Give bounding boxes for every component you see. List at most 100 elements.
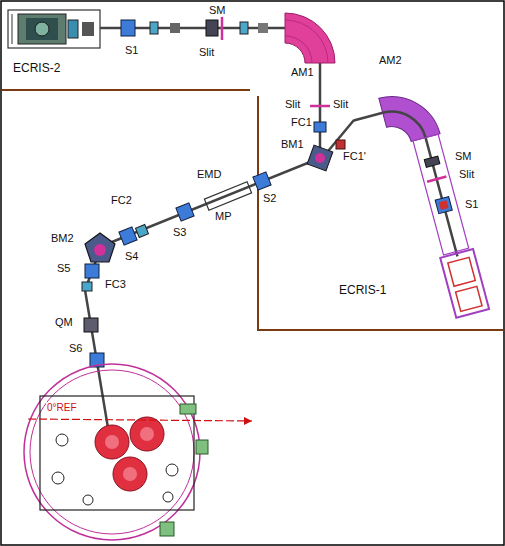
scattering-chamber xyxy=(166,464,178,476)
ecris-2-source xyxy=(68,20,78,38)
beamline-component xyxy=(240,22,248,34)
component-label: FC1' xyxy=(342,150,367,163)
ecris-2-source xyxy=(12,14,13,44)
scattering-chamber xyxy=(56,434,68,446)
transport-line-component xyxy=(82,282,92,291)
analysing-magnet-am2 xyxy=(435,197,452,214)
slit-and-cup xyxy=(310,106,345,149)
scattering-chamber xyxy=(24,364,200,540)
scattering-chamber xyxy=(105,435,119,449)
bending-magnet-bm2 xyxy=(85,233,115,262)
scattering-chamber xyxy=(140,427,154,441)
component-label: S6 xyxy=(68,342,83,355)
ecris-2-source xyxy=(8,10,100,48)
transport-line-component xyxy=(204,182,251,210)
analysing-magnet-am2 xyxy=(354,113,383,121)
scattering-chamber xyxy=(130,417,164,451)
ecris-2-source xyxy=(35,22,49,36)
reference-line xyxy=(244,417,252,425)
beamline-component xyxy=(258,23,268,33)
ecris-2-source xyxy=(18,14,66,44)
component-label: SM xyxy=(454,150,473,163)
transport-line-component xyxy=(85,264,99,278)
component-label: FC2 xyxy=(110,194,133,207)
bending-magnet-bm1 xyxy=(315,153,325,163)
ecris-2-source xyxy=(82,22,94,36)
scattering-chamber xyxy=(196,440,208,454)
ecris-2-source xyxy=(8,10,100,48)
transport-line-component xyxy=(119,227,137,245)
magnet-label: BM1 xyxy=(280,138,305,151)
analysing-magnet-am2 xyxy=(427,177,446,182)
transport-line-component xyxy=(119,172,271,245)
component-label: Slit xyxy=(458,168,475,181)
slit-and-cup xyxy=(310,105,330,108)
reference-line xyxy=(28,419,252,421)
component-label: FC3 xyxy=(104,278,127,291)
component-label: Slit xyxy=(284,98,301,111)
analysing-magnet-am2 xyxy=(448,257,475,286)
transport-line-component xyxy=(135,224,148,237)
bending-magnet-bm2 xyxy=(94,244,106,256)
beamline-component xyxy=(150,22,158,34)
component-label: QM xyxy=(54,316,74,329)
scattering-chamber xyxy=(52,472,64,484)
bending-magnet-bm1 xyxy=(307,145,333,171)
scattering-chamber xyxy=(163,492,173,502)
transport-line-component xyxy=(82,264,104,367)
reference-label: 0°REF xyxy=(46,402,78,414)
slit-and-cup xyxy=(314,122,326,132)
component-label: SM xyxy=(208,4,227,17)
component-label: S1 xyxy=(124,44,139,57)
component-label: S5 xyxy=(56,262,71,275)
component-label: Slit xyxy=(332,98,349,111)
magnet-label: AM1 xyxy=(290,66,315,79)
source-label: ECRIS-1 xyxy=(338,284,387,298)
analysing-magnet-am1 xyxy=(285,36,312,63)
component-label: S4 xyxy=(124,250,139,263)
beamline-component xyxy=(170,23,180,33)
analysing-magnet-am2 xyxy=(440,249,489,318)
magnet-label: AM2 xyxy=(378,54,403,67)
scattering-chamber xyxy=(24,364,208,540)
beamline-component xyxy=(121,20,135,36)
analysing-magnet-am1 xyxy=(285,13,335,63)
bending-magnet-bm1 xyxy=(307,145,333,171)
transport-line-component xyxy=(253,172,271,190)
magnet-label: BM2 xyxy=(50,232,75,245)
component-label: S2 xyxy=(262,192,277,205)
component-label: EMD xyxy=(196,168,222,181)
scattering-chamber xyxy=(123,467,137,481)
beam-pipe xyxy=(102,158,320,246)
component-label: FC1 xyxy=(290,116,313,129)
beamline-component xyxy=(206,20,218,36)
component-label: S3 xyxy=(172,226,187,239)
analysing-magnet-am2 xyxy=(424,156,440,167)
scattering-chamber xyxy=(113,457,147,491)
source-label: ECRIS-2 xyxy=(12,62,61,76)
scattering-chamber xyxy=(40,396,194,510)
reference-line xyxy=(28,417,252,425)
analysing-magnet-am2 xyxy=(439,200,449,210)
beamline-component xyxy=(221,16,224,40)
transport-line-component xyxy=(84,318,98,332)
scattering-chamber xyxy=(180,404,196,414)
scattering-chamber xyxy=(83,495,93,505)
component-label: Slit xyxy=(198,46,215,59)
beamline-component xyxy=(121,16,268,40)
analysing-magnet-am1 xyxy=(285,13,335,63)
scattering-chamber xyxy=(30,370,194,534)
analysing-magnet-am2 xyxy=(383,104,458,266)
component-label: MP xyxy=(214,210,233,223)
beam-pipe xyxy=(85,28,354,452)
scattering-chamber xyxy=(95,425,129,459)
analysing-magnet-am1 xyxy=(285,20,328,63)
component-label: S1 xyxy=(464,198,479,211)
ecris-2-source xyxy=(26,18,58,40)
scattering-chamber xyxy=(160,522,174,536)
transport-line-component xyxy=(176,203,194,221)
